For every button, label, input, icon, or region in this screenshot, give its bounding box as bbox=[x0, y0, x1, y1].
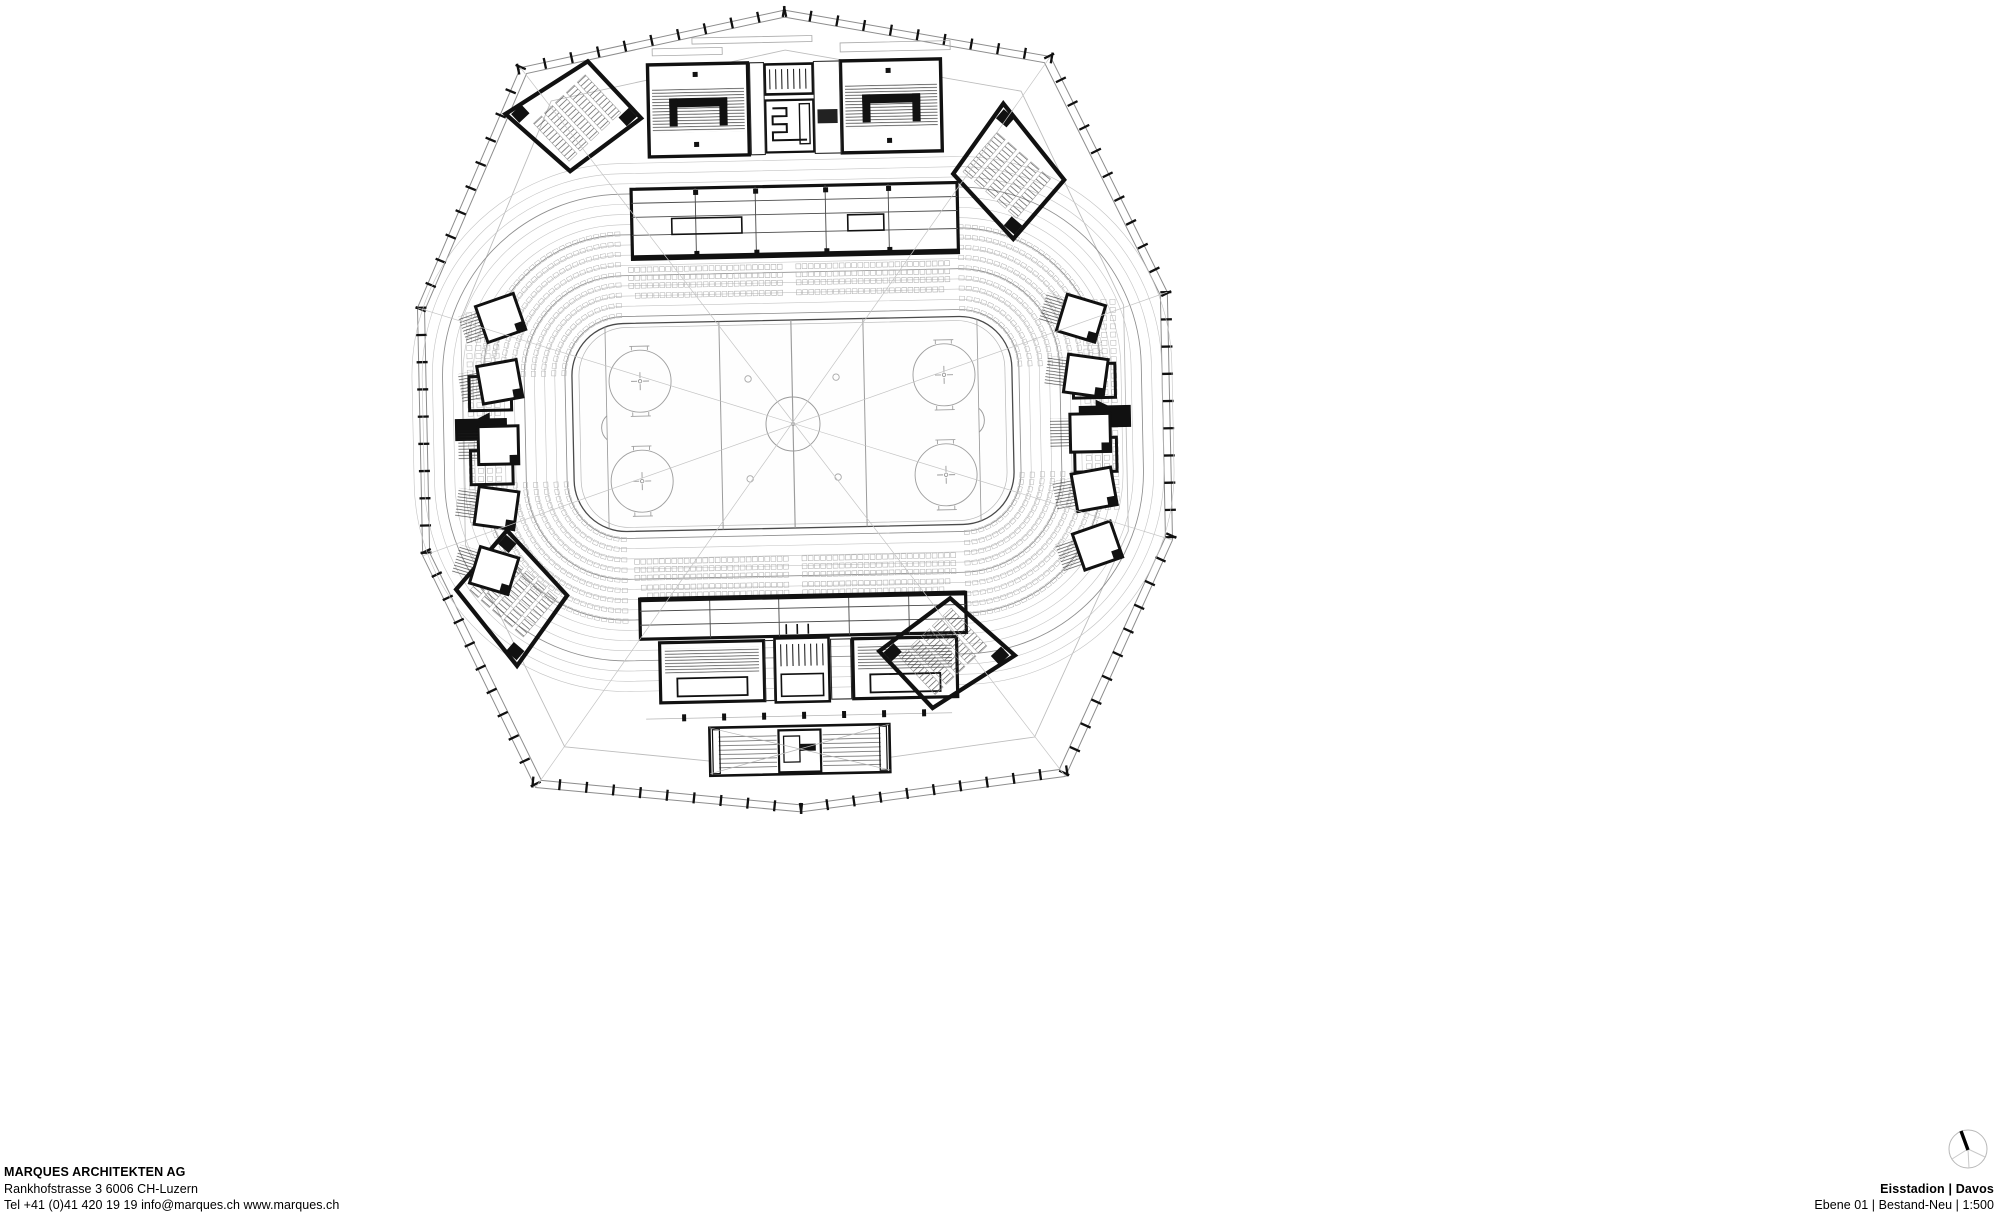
bay-east-1 bbox=[1038, 292, 1108, 345]
core-ne bbox=[950, 100, 1067, 243]
block-north-centre-stair bbox=[763, 62, 816, 154]
bay-west-1 bbox=[457, 291, 528, 346]
block-south-centre-stair bbox=[773, 635, 832, 704]
bay-west-3 bbox=[458, 424, 521, 467]
perimeter-bays bbox=[451, 291, 1125, 597]
ice-rink bbox=[571, 315, 1015, 533]
bay-west-5 bbox=[451, 544, 521, 597]
core-se bbox=[876, 595, 1019, 711]
site-guidelines bbox=[417, 56, 1173, 788]
bay-west-4 bbox=[454, 484, 521, 532]
project-title: Eisstadion | Davos bbox=[1880, 1181, 1994, 1196]
perimeter-canopy bbox=[415, 5, 1177, 815]
bay-east-5 bbox=[1054, 519, 1125, 573]
block-south-west bbox=[657, 639, 767, 705]
office-info: MARQUES ARCHITEKTEN AG Rankhofstrasse 3 … bbox=[4, 1164, 339, 1213]
block-south bbox=[638, 590, 969, 778]
title-block: MARQUES ARCHITEKTEN AG Rankhofstrasse 3 … bbox=[0, 1129, 2000, 1221]
block-north-west bbox=[645, 61, 752, 159]
bay-east-2 bbox=[1044, 352, 1110, 399]
project-info: Eisstadion | Davos Ebene 01 | Bestand-Ne… bbox=[1814, 1181, 1994, 1214]
bay-east-3 bbox=[1049, 411, 1113, 454]
concourse-south bbox=[638, 590, 969, 641]
core-nw bbox=[501, 58, 645, 174]
project-subtitle: Ebene 01 | Bestand-Neu | 1:500 bbox=[1814, 1197, 1994, 1212]
office-contact: Tel +41 (0)41 420 19 19 info@marques.ch … bbox=[4, 1197, 340, 1212]
block-north-east bbox=[838, 57, 945, 155]
bay-west-2 bbox=[457, 357, 525, 406]
office-address: Rankhofstrasse 3 6006 CH-Luzern bbox=[4, 1181, 199, 1196]
office-name: MARQUES ARCHITEKTEN AG bbox=[4, 1165, 186, 1180]
north-arrow-icon bbox=[1948, 1129, 1988, 1169]
block-north bbox=[629, 35, 961, 261]
bay-east-4 bbox=[1052, 465, 1119, 514]
concourse-north bbox=[629, 180, 961, 261]
entrance-pavilion-south bbox=[708, 722, 892, 778]
